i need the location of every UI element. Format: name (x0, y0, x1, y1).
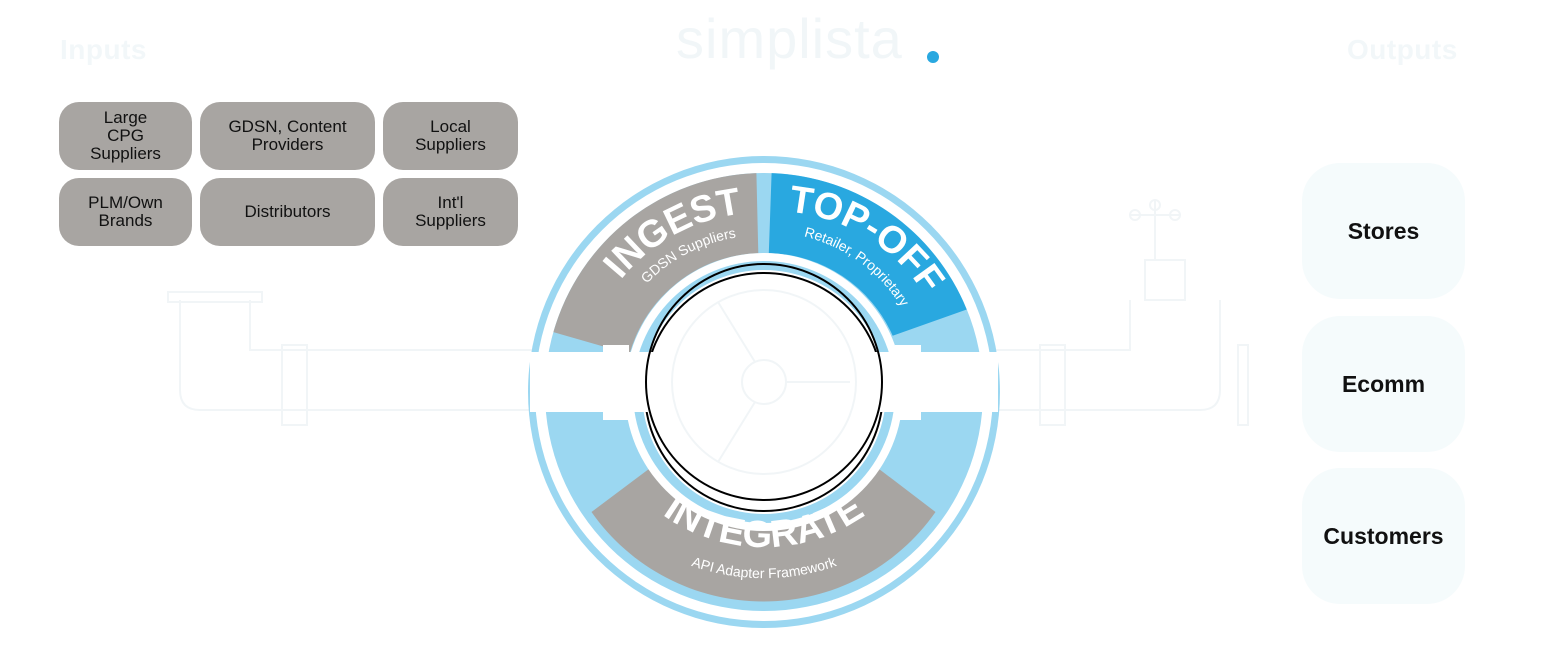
pipe-flange-left (603, 345, 629, 420)
brand-dot (927, 51, 939, 63)
output-stores: Stores (1302, 163, 1465, 299)
output-ecomm: Ecomm (1302, 316, 1465, 452)
input-large-cpg-suppliers: Large CPG Suppliers (59, 102, 192, 170)
input-intl-suppliers: Int'l Suppliers (383, 178, 518, 246)
input-gdsn-content-providers: GDSN, Content Providers (200, 102, 375, 170)
topoff-segment (768, 173, 967, 336)
inputs-heading: Inputs (60, 34, 147, 65)
brand-logo: simplista (676, 7, 903, 70)
input-local-suppliers: Local Suppliers (383, 102, 518, 170)
valve-wheel-icon (671, 289, 857, 475)
ingest-segment (553, 173, 759, 354)
input-distributors: Distributors (200, 178, 375, 246)
input-plm-own-brands: PLM/Own Brands (59, 178, 192, 246)
outputs-heading: Outputs (1347, 34, 1458, 65)
pipe-flange-right (895, 345, 921, 420)
output-customers: Customers (1302, 468, 1465, 604)
